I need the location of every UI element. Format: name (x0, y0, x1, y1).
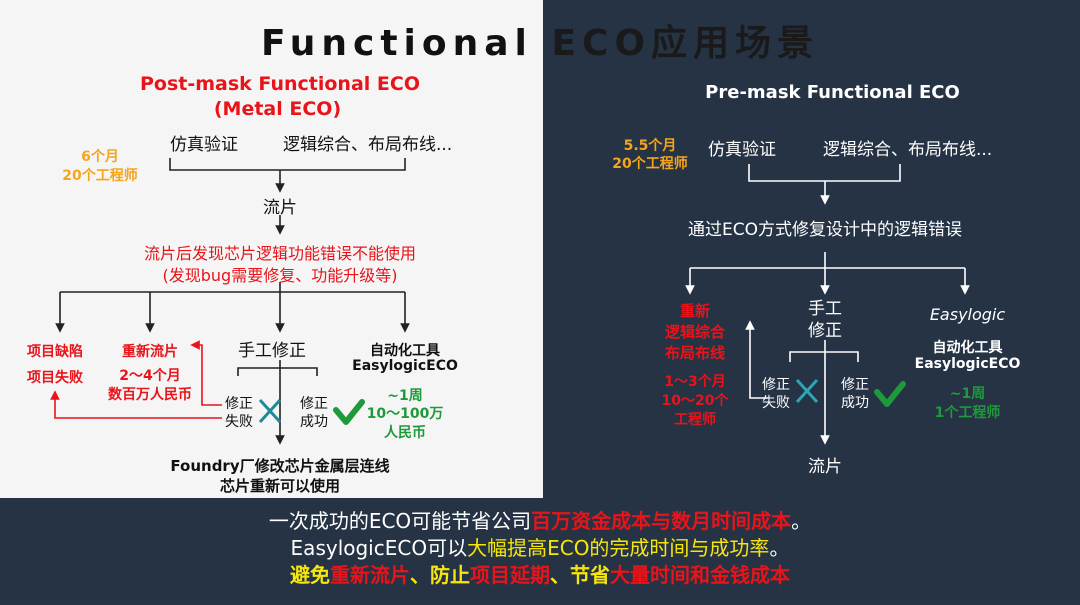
right-logo: Easylogic (929, 305, 1006, 324)
left-option-retapeout-time: 2～4个月 (119, 368, 181, 384)
left-option-retapeout: 重新流片 (122, 344, 178, 360)
summary-text: 一次成功的ECO可能节省公司百万资金成本与数月时间成本。 EasylogicEC… (0, 508, 1080, 589)
left-option-retapeout-cost: 数百万人民币 (108, 387, 192, 403)
right-step-synthesis: 逻辑综合、布局布线... (823, 140, 993, 160)
summary-3g: 节省 (570, 563, 610, 587)
right-tool-engineers: 1个工程师 (934, 405, 1001, 421)
left-tool-label: 自动化工具 (370, 343, 440, 359)
right-fail-label-2: 失败 (762, 395, 790, 411)
summary-line-2: EasylogicECO可以大幅提高ECO的完成时间与成功率。 (0, 535, 1080, 562)
left-tool-time: ~1周 (387, 388, 423, 404)
left-option-failure: 项目失败 (27, 370, 83, 386)
left-heading-2: (Metal ECO) (213, 98, 342, 120)
summary-3c: 、 (410, 563, 430, 587)
right-time: 5.5个月 (623, 138, 677, 154)
right-redo-engineers-2: 工程师 (674, 412, 716, 428)
page-title: Functional ECO应用场景 (0, 14, 1080, 66)
summary-3d: 防止 (430, 563, 470, 587)
left-tapeout: 流片 (263, 198, 297, 218)
right-tool-name: EasylogicECO (914, 356, 1021, 372)
summary-1c: 。 (791, 509, 812, 533)
left-option-manual: 手工修正 (238, 341, 306, 361)
right-fix: 通过ECO方式修复设计中的逻辑错误 (688, 220, 962, 240)
left-tool-name: EasylogicECO (352, 358, 458, 374)
left-result-2: 芯片重新可以使用 (219, 477, 340, 495)
left-result-1: Foundry厂修改芯片金属层连线 (170, 457, 390, 475)
left-heading-1: Post-mask Functional ECO (140, 73, 420, 95)
summary-2c: 。 (769, 536, 790, 560)
summary-line-3: 避免重新流片、防止项目延期、节省大量时间和金钱成本 (0, 562, 1080, 589)
left-fail-label-1: 修正 (225, 396, 253, 412)
left-cross-icon (258, 398, 282, 424)
left-tool-cost-2: 人民币 (384, 425, 426, 441)
summary-line-1: 一次成功的ECO可能节省公司百万资金成本与数月时间成本。 (0, 508, 1080, 535)
title-left: Functional (260, 23, 533, 64)
right-lines (685, 164, 970, 445)
right-redo-time: 1～3个月 (664, 374, 726, 390)
right-step-simulation: 仿真验证 (708, 140, 776, 160)
right-manual-2: 修正 (808, 321, 842, 341)
left-problem-1: 流片后发现芯片逻辑功能错误不能使用 (143, 244, 416, 263)
left-lines (55, 158, 410, 445)
left-step-simulation: 仿真验证 (170, 135, 238, 155)
right-redo-3: 布局布线 (664, 344, 725, 362)
left-option-defect: 项目缺陷 (27, 344, 83, 360)
summary-1a: 一次成功的ECO可能节省公司 (268, 509, 532, 533)
summary-3b: 重新流片 (330, 563, 410, 587)
right-success-label-2: 成功 (841, 395, 869, 411)
left-panel (0, 0, 543, 498)
right-check-icon (874, 381, 906, 407)
left-red-lines (50, 340, 222, 419)
left-engineers: 20个工程师 (62, 168, 138, 184)
left-check-icon (333, 399, 365, 425)
left-success-label-2: 成功 (300, 414, 328, 430)
right-redo-engineers-1: 10～20个 (661, 393, 729, 409)
summary-2a: EasylogicECO可以 (290, 536, 468, 560)
right-tool-label: 自动化工具 (932, 340, 1003, 356)
right-tool-time: ~1周 (949, 386, 986, 402)
title-right: ECO应用场景 (551, 23, 820, 64)
summary-3f: 、 (550, 563, 570, 587)
summary-3e: 项目延期 (470, 563, 550, 587)
right-redo-2: 逻辑综合 (664, 323, 725, 341)
right-fail-label-1: 修正 (762, 377, 790, 393)
right-heading: Pre-mask Functional ECO (705, 82, 960, 103)
left-problem-2: (发现bug需要修复、功能升级等) (162, 266, 398, 285)
right-engineers: 20个工程师 (612, 156, 688, 172)
left-success-label-1: 修正 (300, 396, 328, 412)
right-redo-1: 重新 (679, 302, 710, 320)
right-tapeout: 流片 (808, 457, 842, 477)
left-time: 6个月 (81, 149, 119, 165)
right-success-label-1: 修正 (841, 377, 869, 393)
left-step-synthesis: 逻辑综合、布局布线... (283, 135, 453, 155)
summary-2b: 大幅提高ECO的完成时间与成功率 (467, 536, 770, 560)
summary-3h: 大量时间和金钱成本 (610, 563, 790, 587)
right-manual-1: 手工 (808, 299, 842, 319)
left-fail-label-2: 失败 (225, 414, 253, 430)
left-tool-cost-1: 10～100万 (366, 406, 444, 422)
summary-1b: 百万资金成本与数月时间成本 (531, 509, 792, 533)
right-cross-icon (795, 378, 819, 404)
summary-3a: 避免 (290, 563, 330, 587)
